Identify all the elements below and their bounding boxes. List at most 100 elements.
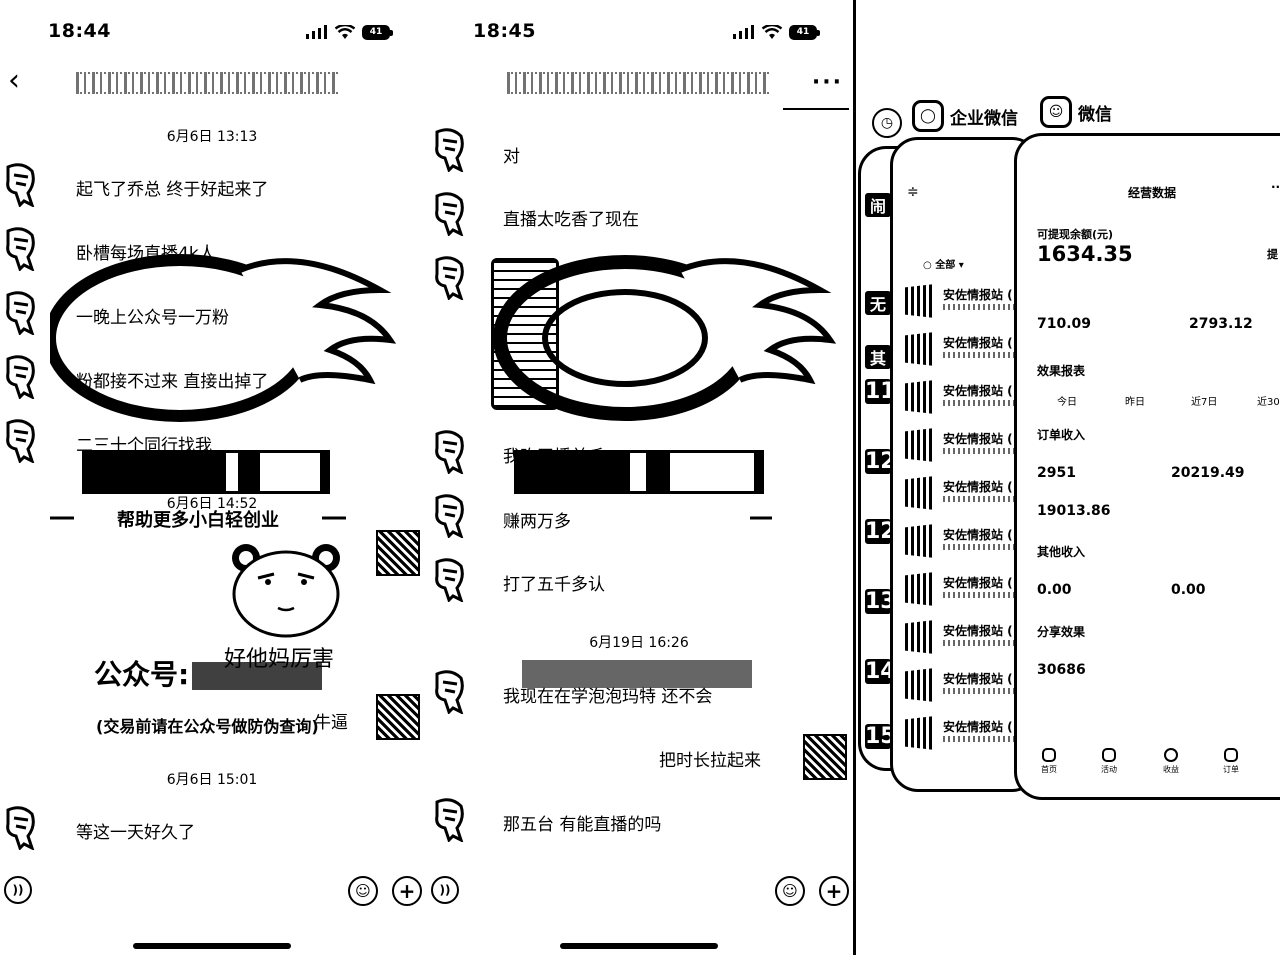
card-strip: 14	[865, 659, 896, 684]
chat-message-self: 把时长拉起来	[659, 751, 761, 771]
filter-dropdown[interactable]: ○ 全部 ▾	[923, 260, 964, 271]
store-subtitle-redacted	[943, 352, 1023, 358]
list-item[interactable]: 安佐情报站 (	[901, 618, 1031, 662]
home-indicator[interactable]	[133, 943, 291, 949]
list-item[interactable]: 安佐情报站 (	[901, 666, 1031, 710]
chat-message: 一晚上公众号一万粉	[76, 308, 229, 328]
sticker-caption: 好他妈厉害	[224, 647, 335, 672]
nav-orders[interactable]: 订单	[1221, 748, 1241, 775]
sender-avatar[interactable]	[803, 734, 847, 780]
card-strip: 12	[865, 449, 896, 474]
chat-message: 等这一天好久了	[76, 823, 195, 843]
metric-value: 2793.12	[1189, 316, 1253, 332]
chat-message: 那五台 有能直播的吗	[503, 815, 662, 835]
avatar[interactable]	[431, 256, 471, 300]
sender-avatar[interactable]	[376, 530, 420, 576]
chat-message: 粉都接不过来 直接出掉了	[76, 372, 269, 392]
more-button[interactable]: ···	[811, 70, 843, 95]
plus-icon[interactable]: +	[819, 876, 849, 906]
date-tab[interactable]: 今日	[1057, 397, 1077, 408]
list-item[interactable]: 安佐情报站 (	[901, 714, 1031, 758]
sender-avatar[interactable]	[376, 694, 420, 740]
voice-icon[interactable]: ))	[4, 876, 32, 904]
nav-label: 订单	[1223, 765, 1239, 774]
timestamp: 6月6日 14:52	[166, 496, 258, 512]
avatar[interactable]	[431, 798, 471, 842]
avatar[interactable]	[431, 128, 471, 172]
filter-label: 全部	[935, 260, 956, 271]
app-card-dashboard[interactable]: 经营数据 ·· 可提现余额(元) 1634.35 提 710.09 2793.1…	[1014, 133, 1280, 800]
plus-icon[interactable]: +	[392, 876, 422, 906]
store-name: 安佐情报站 (	[943, 624, 1013, 638]
avatar[interactable]	[431, 192, 471, 236]
chat-message: 我现在在学泡泡玛特 还不会	[503, 687, 713, 707]
store-logo	[905, 428, 935, 462]
nav-income[interactable]: 收益	[1161, 748, 1181, 775]
image-thumbnail[interactable]	[491, 258, 559, 410]
battery-icon: 41	[789, 24, 820, 40]
timestamp: 6月6日 13:13	[166, 129, 258, 145]
store-name: 安佐情报站 (	[943, 480, 1013, 494]
nav-label: 收益	[1163, 765, 1179, 774]
store-logo	[905, 332, 935, 366]
chat-message: 我昨天播羊毛	[503, 447, 605, 467]
app-name: 企业微信	[950, 108, 1018, 129]
store-subtitle-redacted	[943, 544, 1023, 550]
store-logo	[905, 380, 935, 414]
home-indicator[interactable]	[560, 943, 718, 949]
date-tab[interactable]: 近7日	[1191, 397, 1218, 408]
nav-label: 活动	[1101, 765, 1117, 774]
list-item[interactable]: 安佐情报站 (	[901, 282, 1031, 326]
avatar[interactable]	[2, 227, 42, 271]
avatar[interactable]	[431, 558, 471, 602]
store-name: 安佐情报站 (	[943, 288, 1013, 302]
date-tab[interactable]: 昨日	[1125, 397, 1145, 408]
status-icons: 41	[733, 22, 820, 42]
withdraw-button[interactable]: 提	[1267, 248, 1278, 261]
app-label-wecom[interactable]: ◯ 企业微信	[912, 100, 1018, 132]
wifi-icon	[335, 24, 355, 39]
wifi-icon	[762, 24, 782, 39]
metric-value: 710.09	[1037, 316, 1092, 332]
filter-icon[interactable]: ≑	[907, 184, 919, 200]
avatar[interactable]	[431, 494, 471, 538]
store-logo	[905, 620, 935, 654]
emoji-icon[interactable]: ☺	[348, 876, 378, 906]
metric-value: 20219.49	[1171, 465, 1245, 481]
more-icon[interactable]: ··	[1271, 180, 1280, 194]
emoji-icon[interactable]: ☺	[775, 876, 805, 906]
avatar[interactable]	[2, 291, 42, 335]
list-item[interactable]: 安佐情报站 (	[901, 378, 1031, 422]
avatar[interactable]	[431, 430, 471, 474]
clock-icon[interactable]: ◷	[872, 108, 902, 138]
store-logo	[905, 668, 935, 702]
panel-divider	[853, 0, 856, 955]
list-item[interactable]: 安佐情报站 (	[901, 474, 1031, 518]
app-name: 微信	[1078, 104, 1112, 125]
list-item[interactable]: 安佐情报站 (	[901, 522, 1031, 566]
nav-home[interactable]: 首页	[1039, 748, 1059, 775]
back-button[interactable]: ‹	[8, 63, 20, 98]
store-name: 安佐情报站 (	[943, 384, 1013, 398]
nav-activity[interactable]: 活动	[1099, 748, 1119, 775]
list-item[interactable]: 安佐情报站 (	[901, 426, 1031, 470]
card-strip: 11	[865, 379, 896, 404]
date-tab[interactable]: 近30	[1257, 397, 1280, 408]
store-name: 安佐情报站 (	[943, 672, 1013, 686]
wechat-icon: ☺	[1040, 96, 1072, 128]
store-name: 安佐情报站 (	[943, 336, 1013, 350]
avatar[interactable]	[2, 419, 42, 463]
battery-icon: 41	[362, 24, 393, 40]
avatar[interactable]	[2, 806, 42, 850]
app-label-wechat[interactable]: ☺ 微信	[1040, 96, 1112, 128]
avatar[interactable]	[431, 670, 471, 714]
avatar[interactable]	[2, 355, 42, 399]
timestamp: 6月6日 15:01	[166, 772, 258, 788]
list-item[interactable]: 安佐情报站 (	[901, 570, 1031, 614]
status-time: 18:44	[48, 20, 111, 42]
voice-icon[interactable]: ))	[431, 876, 459, 904]
store-name: 安佐情报站 (	[943, 432, 1013, 446]
avatar[interactable]	[2, 163, 42, 207]
list-item[interactable]: 安佐情报站 (	[901, 330, 1031, 374]
store-subtitle-redacted	[943, 496, 1023, 502]
